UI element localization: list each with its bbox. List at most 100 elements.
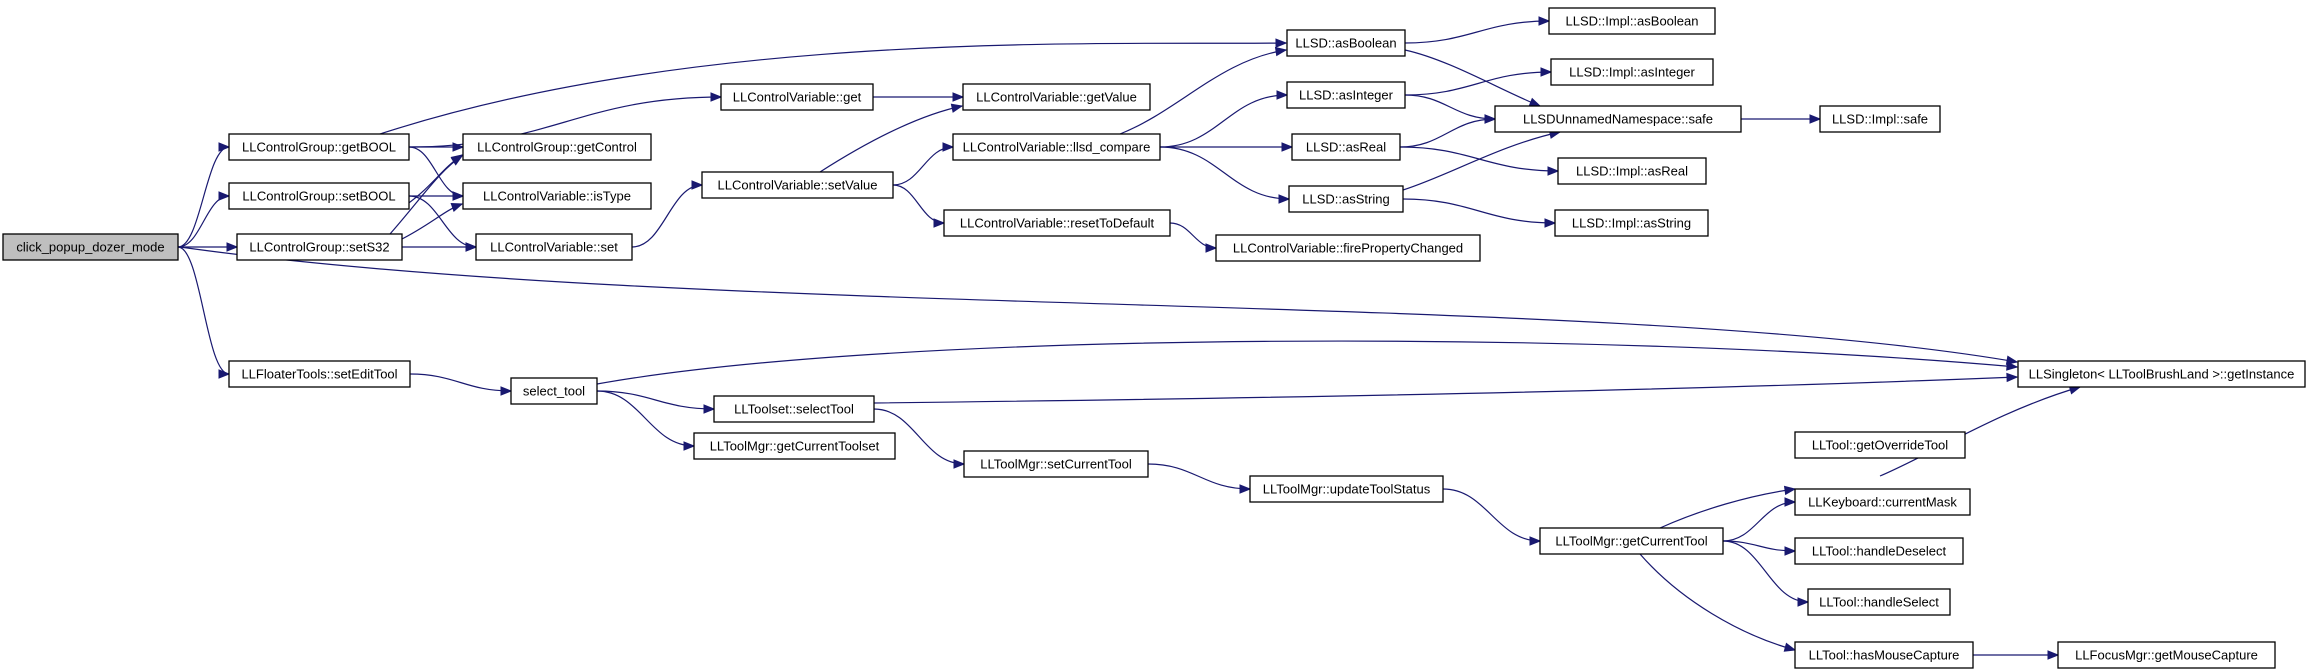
node-click-popup-dozer-mode[interactable]: click_popup_dozer_mode — [2, 233, 179, 261]
arrowhead — [1278, 194, 1291, 204]
edge-n9-to-n10 — [819, 103, 964, 173]
node-llcontrolgroup-setbool[interactable]: LLControlGroup::setBOOL — [228, 182, 410, 210]
arrowhead — [710, 92, 723, 102]
node-box[interactable] — [1794, 641, 1974, 669]
node-box[interactable] — [1286, 29, 1406, 57]
node-llcontrolgroup-getbool[interactable]: LLControlGroup::getBOOL — [228, 133, 410, 161]
node-llcontrolvariable-get[interactable]: LLControlVariable::get — [720, 83, 874, 111]
node-llcontrolgroup-sets32[interactable]: LLControlGroup::setS32 — [236, 233, 403, 261]
node-box[interactable] — [2057, 641, 2276, 669]
node-lltool-handledeselect[interactable]: LLTool::handleDeselect — [1794, 537, 1964, 565]
arrowhead — [1784, 546, 1797, 556]
node-llsd-asinteger[interactable]: LLSD::asInteger — [1286, 81, 1406, 109]
node-box[interactable] — [2017, 360, 2306, 388]
node-box[interactable] — [228, 360, 411, 388]
edge-n27-to-n28 — [1147, 463, 1252, 494]
node-box[interactable] — [693, 432, 896, 460]
node-lltoolmgr-getcurrenttoolset[interactable]: LLToolMgr::getCurrentToolset — [693, 432, 896, 460]
node-box[interactable] — [1494, 105, 1742, 133]
node-llsd-asstring[interactable]: LLSD::asString — [1288, 185, 1404, 213]
arrowhead — [1239, 484, 1252, 494]
arrowhead — [691, 180, 704, 190]
node-llcontrolvariable-istype[interactable]: LLControlVariable::isType — [462, 182, 652, 210]
node-lltool-handleselect[interactable]: LLTool::handleSelect — [1807, 588, 1951, 616]
node-llsd-impl-asstring[interactable]: LLSD::Impl::asString — [1554, 209, 1709, 237]
edge-line — [1399, 118, 1496, 148]
node-box[interactable] — [236, 233, 403, 261]
node-llcontrolvariable-set[interactable]: LLControlVariable::set — [475, 233, 633, 261]
node-llsdunnamednamespace-safe[interactable]: LLSDUnnamedNamespace::safe — [1494, 105, 1742, 133]
node-box[interactable] — [475, 233, 633, 261]
node-box[interactable] — [963, 450, 1149, 478]
node-box[interactable] — [1291, 133, 1401, 161]
node-box[interactable] — [2, 233, 179, 261]
arrowhead — [1529, 536, 1542, 546]
edge-n4-to-n24 — [409, 373, 513, 396]
node-box[interactable] — [720, 83, 874, 111]
edge-n25-to-n27 — [873, 408, 966, 469]
node-box[interactable] — [713, 395, 875, 423]
node-llsd-asboolean[interactable]: LLSD::asBoolean — [1286, 29, 1406, 57]
node-llfloatertools-setedittool[interactable]: LLFloaterTools::setEditTool — [228, 360, 411, 388]
node-lltool-getoverridetool[interactable]: LLTool::getOverrideTool — [1794, 431, 1966, 459]
node-box[interactable] — [1794, 488, 1971, 516]
node-box[interactable] — [1539, 527, 1724, 555]
node-label: LLTool::handleSelect — [1819, 595, 1939, 610]
arrowhead — [450, 203, 464, 212]
node-lltoolmgr-setcurrenttool[interactable]: LLToolMgr::setCurrentTool — [963, 450, 1149, 478]
node-box[interactable] — [701, 171, 894, 199]
node-box[interactable] — [1557, 157, 1707, 185]
node-box[interactable] — [1288, 185, 1404, 213]
node-box[interactable] — [228, 182, 410, 210]
node-box[interactable] — [1819, 105, 1941, 133]
node-llsd-asreal[interactable]: LLSD::asReal — [1291, 133, 1401, 161]
node-box[interactable] — [943, 209, 1171, 237]
node-box[interactable] — [1794, 431, 1966, 459]
node-box[interactable] — [1548, 7, 1716, 35]
node-lltoolmgr-updatetoolstatus[interactable]: LLToolMgr::updateToolStatus — [1249, 475, 1444, 503]
node-box[interactable] — [1215, 234, 1481, 262]
node-box[interactable] — [1807, 588, 1951, 616]
node-llcontrolvariable-getvalue[interactable]: LLControlVariable::getValue — [962, 83, 1151, 111]
edge-n31-to-n30 — [1879, 385, 2082, 477]
node-box[interactable] — [962, 83, 1151, 111]
node-box[interactable] — [228, 133, 410, 161]
node-box[interactable] — [952, 133, 1161, 161]
edge-n3-to-n7 — [402, 242, 478, 252]
node-box[interactable] — [1554, 209, 1709, 237]
node-llfocusmgr-getmousecapture[interactable]: LLFocusMgr::getMouseCapture — [2057, 641, 2276, 669]
node-box[interactable] — [1550, 58, 1714, 86]
node-select-tool[interactable]: select_tool — [510, 377, 598, 405]
node-llsd-impl-safe[interactable]: LLSD::Impl::safe — [1819, 105, 1941, 133]
edge-n0-to-n4 — [177, 246, 231, 379]
node-label: LLFloaterTools::setEditTool — [241, 367, 397, 382]
node-llcontrolvariable-llsd-compare[interactable]: LLControlVariable::llsd_compare — [952, 133, 1161, 161]
node-box[interactable] — [1794, 537, 1964, 565]
node-llcontrolvariable-resettodefault[interactable]: LLControlVariable::resetToDefault — [943, 209, 1171, 237]
node-lltoolset-selecttool[interactable]: LLToolset::selectTool — [713, 395, 875, 423]
edge-line — [408, 146, 464, 197]
node-llkeyboard-currentmask[interactable]: LLKeyboard::currentMask — [1794, 488, 1971, 516]
edge-n1-to-n14 — [379, 38, 1288, 135]
arrowhead — [218, 369, 231, 379]
node-box[interactable] — [1286, 81, 1406, 109]
node-llsd-impl-asboolean[interactable]: LLSD::Impl::asBoolean — [1548, 7, 1716, 35]
node-box[interactable] — [510, 377, 598, 405]
arrowhead — [1528, 97, 1542, 107]
node-llcontrolgroup-getcontrol[interactable]: LLControlGroup::getControl — [462, 133, 652, 161]
node-box[interactable] — [462, 133, 652, 161]
nodes-layer: click_popup_dozer_mode LLControlGroup::ge… — [2, 7, 2306, 669]
node-lltool-hasmousecapture[interactable]: LLTool::hasMouseCapture — [1794, 641, 1974, 669]
edge-n24-to-n30 — [596, 340, 2019, 385]
edge-line — [1147, 463, 1251, 490]
arrowhead — [500, 386, 513, 396]
node-llsd-impl-asinteger[interactable]: LLSD::Impl::asInteger — [1550, 58, 1714, 86]
node-box[interactable] — [462, 182, 652, 210]
node-llsingleton-lltoolbrushland-getinstance[interactable]: LLSingleton< LLToolBrushLand >::getInsta… — [2017, 360, 2306, 388]
node-box[interactable] — [1249, 475, 1444, 503]
node-lltoolmgr-getcurrenttool[interactable]: LLToolMgr::getCurrentTool — [1539, 527, 1724, 555]
node-llcontrolvariable-firepropertychanged[interactable]: LLControlVariable::firePropertyChanged — [1215, 234, 1481, 262]
node-llsd-impl-asreal[interactable]: LLSD::Impl::asReal — [1557, 157, 1707, 185]
node-llcontrolvariable-setvalue[interactable]: LLControlVariable::setValue — [701, 171, 894, 199]
node-label: LLControlGroup::getControl — [477, 140, 637, 155]
